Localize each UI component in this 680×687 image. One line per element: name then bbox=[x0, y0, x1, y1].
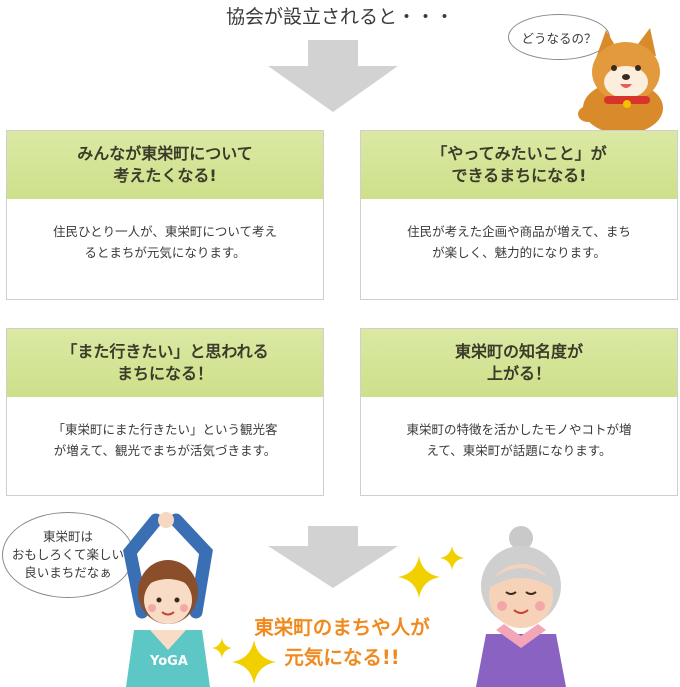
card-title: 「やってみたいこと」が できるまちになる! bbox=[361, 131, 677, 199]
card-body: 「東栄町にまた行きたい」という観光客 が増えて、観光でまちが活気づきます。 bbox=[52, 422, 278, 458]
grandmother-illustration bbox=[476, 526, 566, 687]
card-body: 住民が考えた企画や商品が増えて、まち が楽しく、魅力的になります。 bbox=[407, 224, 631, 260]
shirt-yoga-text: YoGA bbox=[150, 654, 188, 669]
page-heading: 協会が設立されると・・・ bbox=[225, 6, 454, 28]
card-recognition-rises: 東栄町の知名度が 上がる！ 東栄町の特徴を活かしたモノやコトが増 えて、東栄町が… bbox=[360, 328, 678, 496]
card-title: 東栄町の知名度が 上がる！ bbox=[361, 329, 677, 397]
card-title: みんなが東栄町について 考えたくなる! bbox=[7, 131, 323, 199]
card-body: 東栄町の特徴を活かしたモノやコトが増 えて、東栄町が話題になります。 bbox=[406, 422, 632, 458]
dog-speech-text: どうなるの？ bbox=[521, 30, 597, 46]
down-arrow-icon bbox=[268, 40, 398, 112]
result-message: 東栄町のまちや人が 元気になる!! bbox=[254, 616, 430, 669]
woman-speech-text: 東栄町は おもしろくて楽しい 良いまちだなぁ bbox=[11, 529, 125, 580]
sparkle-icon bbox=[398, 556, 440, 598]
sparkle-icon bbox=[440, 546, 464, 570]
card-body: 住民ひとり一人が、東栄町について考え るとまちが元気になります。 bbox=[52, 224, 277, 260]
card-things-to-try: 「やってみたいこと」が できるまちになる! 住民が考えた企画や商品が増えて、まち… bbox=[360, 130, 678, 300]
down-arrow-icon bbox=[268, 526, 398, 588]
card-title: 「また行きたい」と思われる まちになる！ bbox=[7, 329, 323, 397]
yoga-woman-illustration bbox=[123, 512, 213, 687]
card-think-about-town: みんなが東栄町について 考えたくなる! 住民ひとり一人が、東栄町について考え る… bbox=[6, 130, 324, 300]
sparkle-icon bbox=[232, 640, 276, 684]
card-want-to-return: 「また行きたい」と思われる まちになる！ 「東栄町にまた行きたい」という観光客 … bbox=[6, 328, 324, 496]
shiba-dog-illustration bbox=[578, 28, 663, 132]
sparkle-icon bbox=[212, 638, 232, 658]
woman-speech-bubble: 東栄町は おもしろくて楽しい 良いまちだなぁ bbox=[2, 512, 134, 598]
